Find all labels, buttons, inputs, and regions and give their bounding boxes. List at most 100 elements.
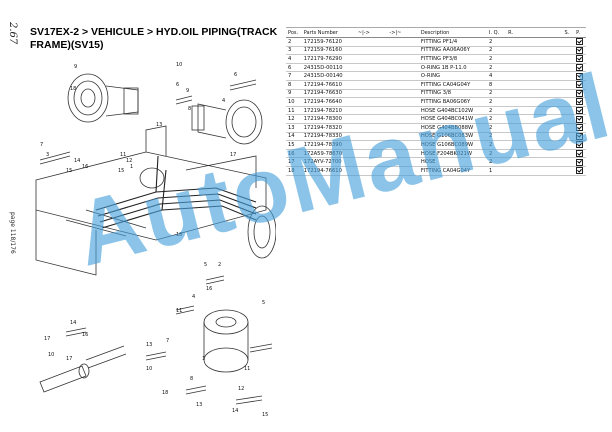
callout-label: 6 <box>234 72 237 78</box>
checkbox-checked-icon[interactable] <box>576 64 584 72</box>
callout-label: 11 <box>120 152 126 158</box>
callout-label: 5 <box>204 262 207 268</box>
row-from <box>355 140 388 150</box>
checkbox-checked-icon[interactable] <box>576 46 584 54</box>
row-to <box>387 71 419 81</box>
row-iq: 2 <box>486 89 507 99</box>
row-p <box>574 97 586 107</box>
row-s <box>562 80 575 90</box>
cylinder-bottom-left <box>39 345 127 393</box>
row-from <box>355 123 388 133</box>
row-p <box>574 132 586 142</box>
row-from <box>355 166 388 176</box>
row-p <box>574 89 586 99</box>
callout-label: 17 <box>44 336 50 342</box>
row-p <box>574 106 586 116</box>
row-p <box>574 71 586 81</box>
row-to <box>387 140 419 150</box>
callout-label: 5 <box>262 300 265 306</box>
row-from <box>355 54 388 64</box>
header-part-number: Parts Number <box>301 27 356 38</box>
row-iq: 4 <box>486 71 507 81</box>
callout-label: 4 <box>192 294 195 300</box>
checkbox-checked-icon[interactable] <box>576 115 584 123</box>
row-r <box>506 71 563 81</box>
checkbox-checked-icon[interactable] <box>576 72 584 80</box>
row-to <box>387 106 419 116</box>
row-part-number: 172194-78390 <box>301 140 356 150</box>
callout-label: 15 <box>66 168 72 174</box>
row-p <box>574 157 586 167</box>
row-to <box>387 89 419 99</box>
header-description: Description <box>418 27 487 38</box>
section-code: 2.67 <box>7 22 18 45</box>
row-p <box>574 80 586 90</box>
row-pos: 7 <box>286 71 302 81</box>
checkbox-checked-icon[interactable] <box>576 150 584 158</box>
row-description: FITTING CA04G04Y <box>418 80 487 90</box>
row-part-number: 24315D-00140 <box>301 71 356 81</box>
row-iq: 2 <box>486 37 507 47</box>
checkbox-checked-icon[interactable] <box>576 158 584 166</box>
row-s <box>562 46 575 56</box>
row-description: FITTING 3/8 <box>418 89 487 99</box>
row-description: FITTING PF1/4 <box>418 37 487 47</box>
checkbox-checked-icon[interactable] <box>576 38 584 46</box>
row-iq: 2 <box>486 106 507 116</box>
row-s <box>562 106 575 116</box>
row-iq: 1 <box>486 166 507 176</box>
row-description: HOSE F204BK021W <box>418 149 487 159</box>
row-r <box>506 157 563 167</box>
checkbox-checked-icon[interactable] <box>576 55 584 63</box>
checkbox-checked-icon[interactable] <box>576 107 584 115</box>
row-part-number: 172194-76640 <box>301 97 356 107</box>
checkbox-checked-icon[interactable] <box>576 141 584 149</box>
row-s <box>562 166 575 176</box>
row-s <box>562 89 575 99</box>
row-r <box>506 140 563 150</box>
row-iq: 2 <box>486 140 507 150</box>
row-to <box>387 157 419 167</box>
drive-motor-left <box>67 73 139 123</box>
checkbox-checked-icon[interactable] <box>576 89 584 97</box>
row-part-number: 172194-78320 <box>301 123 356 133</box>
row-description: HOSE G404BB088W <box>418 123 487 133</box>
row-to <box>387 132 419 142</box>
row-r <box>506 97 563 107</box>
checkbox-checked-icon[interactable] <box>576 124 584 132</box>
row-to <box>387 97 419 107</box>
row-r <box>506 149 563 159</box>
checkbox-checked-icon[interactable] <box>576 132 584 140</box>
callout-label: 13 <box>146 342 152 348</box>
checkbox-checked-icon[interactable] <box>576 81 584 89</box>
callout-label: 17 <box>66 356 72 362</box>
row-pos: 14 <box>286 132 302 142</box>
row-r <box>506 123 563 133</box>
callout-label: 14 <box>232 408 238 414</box>
row-p <box>574 149 586 159</box>
row-part-number: 172A59-78670 <box>301 149 356 159</box>
checkbox-checked-icon[interactable] <box>576 167 584 175</box>
row-pos: 9 <box>286 89 302 99</box>
row-from <box>355 63 388 73</box>
callout-label: 13 <box>156 122 162 128</box>
row-pos: 15 <box>286 140 302 150</box>
row-from <box>355 157 388 167</box>
callout-label: 7 <box>40 142 43 148</box>
row-part-number: 172194-78330 <box>301 132 356 142</box>
row-to <box>387 166 419 176</box>
row-r <box>506 114 563 124</box>
checkbox-checked-icon[interactable] <box>576 98 584 106</box>
header-p: P. <box>574 27 586 38</box>
row-iq: 2 <box>486 149 507 159</box>
callout-label: 4 <box>222 98 225 104</box>
